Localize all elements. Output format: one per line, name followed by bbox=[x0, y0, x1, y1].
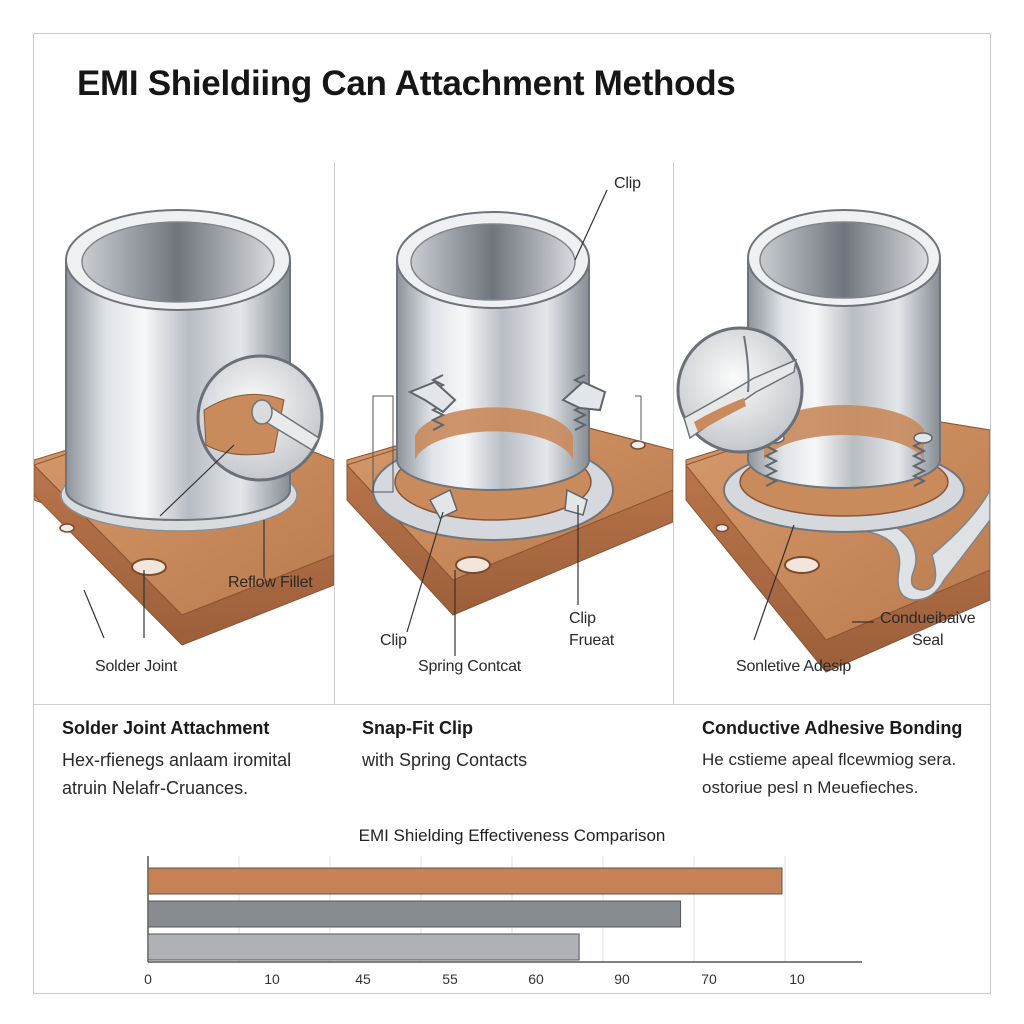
method-desc-snapfit: with Spring Contacts bbox=[362, 750, 528, 770]
chart-tick-label: 10 bbox=[264, 971, 280, 987]
callout-conductive-seal: Condueibaive Seal bbox=[880, 610, 976, 649]
conductive-adhesive-illustration bbox=[676, 209, 990, 673]
chart-tick-label: 60 bbox=[528, 971, 544, 987]
effectiveness-bar-chart: 0 10 45 55 60 90 70 10 bbox=[144, 856, 862, 987]
panel-divider-2 bbox=[673, 162, 674, 704]
callout-clip-left: Clip bbox=[380, 632, 407, 649]
chart-bar-2 bbox=[147, 900, 682, 928]
method-desc-adhesive: He cstieme apeal flcewmiog sera. ostoriu… bbox=[702, 750, 957, 797]
method-title-adhesive: Conductive Adhesive Bonding bbox=[702, 718, 963, 738]
method-title-solder: Solder Joint Attachment bbox=[62, 718, 270, 738]
method-title-snapfit: Snap-Fit Clip bbox=[362, 718, 473, 738]
callout-reflow-fillet: Reflow Fillet bbox=[228, 574, 313, 591]
chart-title: EMI Shielding Effectiveness Comparison bbox=[358, 826, 666, 845]
chart-bar-3 bbox=[147, 933, 580, 961]
chart-tick-label: 55 bbox=[442, 971, 458, 987]
snap-fit-clip-illustration bbox=[346, 189, 673, 656]
callout-clip-frueat: Clip Frueat bbox=[569, 610, 615, 649]
callout-clip-top: Clip bbox=[614, 175, 641, 192]
chart-tick-label: 70 bbox=[701, 971, 717, 987]
method-desc-solder: Hex-rfienegs anlaam iromital atruin Nela… bbox=[62, 750, 292, 798]
chart-tick-label: 45 bbox=[355, 971, 371, 987]
section-divider bbox=[33, 704, 991, 705]
chart-tick-label: 0 bbox=[144, 971, 152, 987]
page-title: EMI Shieldiing Can Attachment Methods bbox=[77, 64, 736, 103]
callout-adhesive: Sonletive Adesip bbox=[736, 658, 852, 675]
callout-solder-joint: Solder Joint bbox=[95, 658, 178, 675]
chart-tick-label: 90 bbox=[614, 971, 630, 987]
solder-joint-illustration bbox=[34, 209, 334, 646]
chart-bar-1 bbox=[147, 867, 783, 895]
panel-divider-1 bbox=[334, 162, 335, 704]
callout-spring-contact: Spring Contcat bbox=[418, 658, 522, 675]
chart-tick-label: 10 bbox=[789, 971, 805, 987]
